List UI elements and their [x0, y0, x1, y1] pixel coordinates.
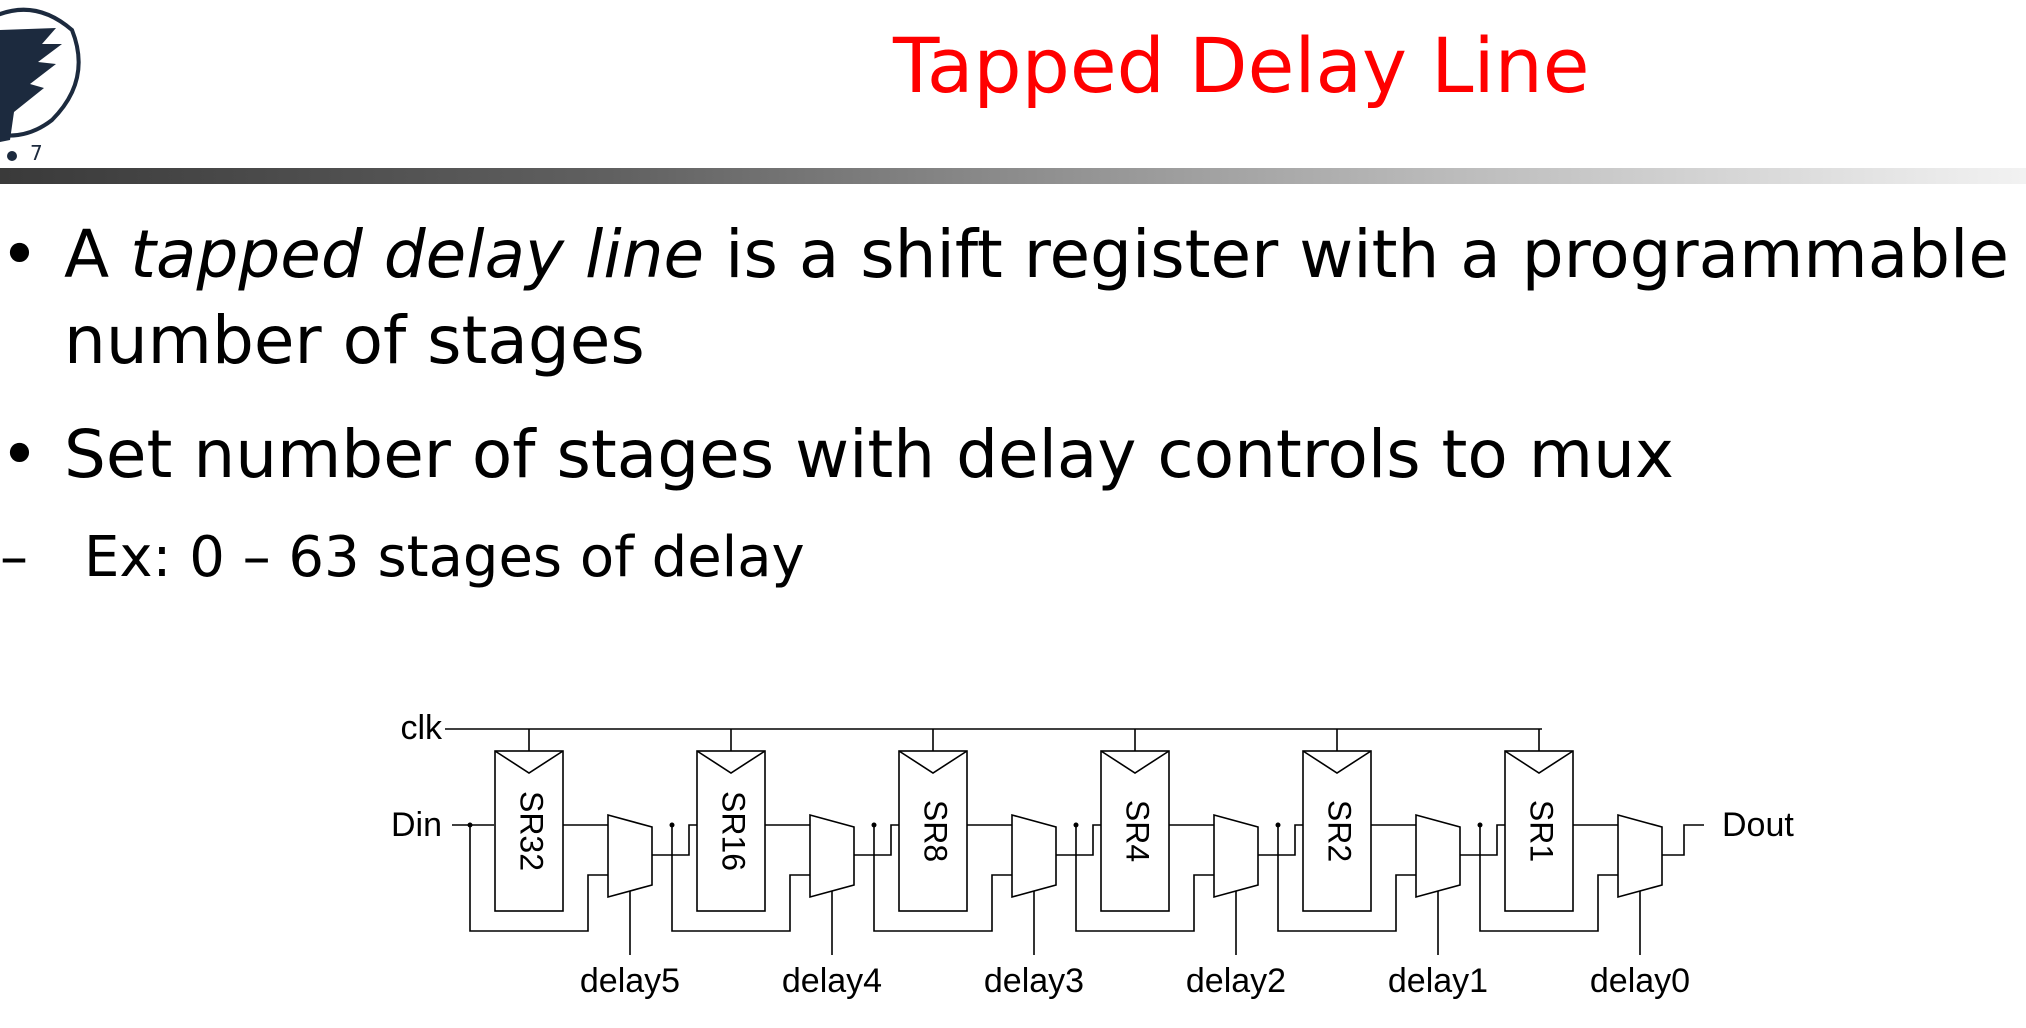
bypass-wire	[671, 825, 810, 932]
clock-triangle	[696, 750, 766, 774]
shift-register-box	[1100, 750, 1170, 912]
title-divider	[0, 168, 2026, 184]
bullet-marker: •	[0, 416, 39, 493]
logo-wing	[0, 28, 62, 142]
multiplexer	[1415, 813, 1461, 899]
junction-dot	[467, 822, 473, 828]
bypass-wire	[1479, 825, 1618, 932]
delay-control-label: delay0	[1590, 962, 1690, 1000]
clock-triangle	[1504, 750, 1574, 774]
junction-dot	[669, 822, 675, 828]
delay-control-label: delay5	[580, 962, 680, 1000]
clock-triangle	[494, 750, 564, 774]
multiplexer	[1213, 813, 1259, 899]
slide-title: Tapped Delay Line	[893, 21, 1590, 110]
stage-link-wire	[1258, 824, 1303, 856]
delay-control-label: delay3	[984, 962, 1084, 1000]
stage-link-wire	[652, 824, 697, 856]
junction-dot	[1477, 822, 1483, 828]
logo-mark: 7	[30, 141, 43, 165]
output-label: Dout	[1722, 806, 1794, 844]
clock-triangle	[1302, 750, 1372, 774]
shift-register-box	[696, 750, 766, 912]
multiplexer	[607, 813, 653, 899]
input-label: Din	[391, 806, 442, 844]
multiplexer	[1617, 813, 1663, 899]
shift-register-box	[494, 750, 564, 912]
university-logo: 7	[0, 7, 81, 165]
delay-control-label: delay2	[1186, 962, 1286, 1000]
shift-register-box	[898, 750, 968, 912]
shift-register-label: SR2	[1322, 800, 1358, 862]
output-wire	[1662, 824, 1704, 856]
shift-register-label: SR16	[716, 791, 752, 871]
clock-triangle	[1100, 750, 1170, 774]
bullet-text-part: Set number of stages with delay controls…	[64, 416, 1674, 493]
delay-control-label: delay4	[782, 962, 882, 1000]
shift-register-label: SR1	[1524, 800, 1560, 862]
bullet-list: • A tapped delay line is a shift registe…	[0, 212, 2026, 596]
logo-dot	[7, 151, 17, 161]
shift-register-label: SR8	[918, 800, 954, 862]
bullet-item: • Set number of stages with delay contro…	[0, 412, 2026, 498]
junction-dot	[871, 822, 877, 828]
shift-register-label: SR4	[1120, 800, 1156, 862]
logo-emblem	[0, 7, 81, 138]
bypass-wire	[469, 825, 608, 932]
multiplexer	[809, 813, 855, 899]
sub-bullet-item: – Ex: 0 – 63 stages of delay	[0, 520, 2026, 596]
tapped-delay-line-schematic: clk Din Dout SR32 delay5 SR16 delay4 SR8 dela…	[391, 709, 1794, 1000]
bullet-text-part: is a shift register with a programmable …	[64, 216, 2009, 379]
bullet-item: • A tapped delay line is a shift registe…	[0, 212, 2026, 384]
sub-bullet-marker: –	[0, 525, 28, 590]
sub-bullet-text: Ex: 0 – 63 stages of delay	[84, 525, 805, 590]
stage-link-wire	[854, 824, 899, 856]
shift-register-label: SR32	[514, 791, 550, 871]
multiplexer	[1011, 813, 1057, 899]
bypass-wire	[1075, 825, 1214, 932]
bullet-text-part: A	[64, 216, 131, 293]
bypass-wire	[873, 825, 1012, 932]
bypass-wire	[1277, 825, 1416, 932]
junction-dot	[1275, 822, 1281, 828]
shift-register-box	[1504, 750, 1574, 912]
bullet-term: tapped delay line	[130, 216, 705, 293]
junction-dot	[1073, 822, 1079, 828]
delay-control-label: delay1	[1388, 962, 1488, 1000]
bullet-marker: •	[0, 216, 39, 293]
stage-link-wire	[1056, 824, 1101, 856]
stage-link-wire	[1460, 824, 1505, 856]
shift-register-box	[1302, 750, 1372, 912]
clock-triangle	[898, 750, 968, 774]
clock-label: clk	[400, 709, 443, 747]
